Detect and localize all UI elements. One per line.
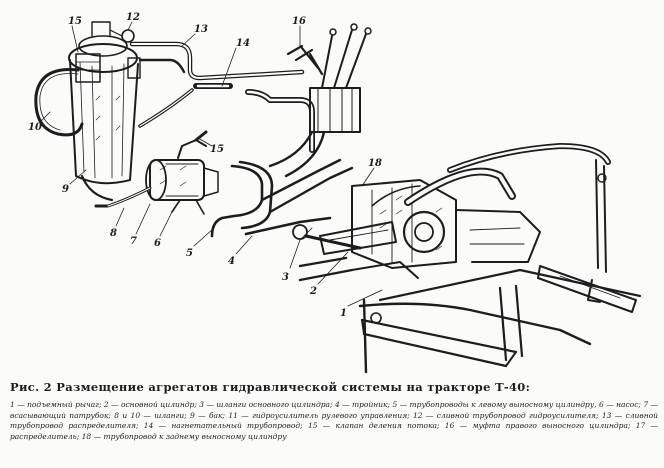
- callout-10: 10: [28, 122, 42, 133]
- figure-legend: 1 — подъемный рычаг; 2 — основной цилинд…: [10, 400, 658, 441]
- tank-drawing: [68, 21, 141, 185]
- callout-18: 18: [368, 158, 382, 169]
- main-cylinder-drawing: [319, 167, 541, 269]
- callout-3: 3: [282, 272, 289, 283]
- callout-7: 7: [130, 236, 137, 247]
- callout-9: 9: [62, 184, 69, 195]
- callout-14: 14: [236, 38, 250, 49]
- callout-labels: 15 12 13 14 16 10 9 15 8 7 6 5 4 3 2 1 1…: [28, 12, 382, 319]
- tractor-frame-drawing: [298, 143, 642, 374]
- callout-13: 13: [194, 24, 208, 35]
- callout-8: 8: [110, 228, 117, 239]
- callout-4: 4: [228, 256, 235, 267]
- shading: [95, 95, 443, 251]
- callout-15: 15: [210, 144, 224, 155]
- distributor-drawing: [268, 23, 372, 178]
- callout-6: 6: [154, 238, 161, 249]
- figure-title: Рис. 2 Размещение агрегатов гидравлическ…: [10, 380, 531, 394]
- callout-2: 2: [309, 286, 317, 297]
- hydraulic-system-illustration: 15 12 13 14 16 10 9 15 8 7 6 5 4 3 2 1 1…: [28, 12, 642, 374]
- callout-12: 12: [126, 12, 140, 23]
- callout-11: 15: [68, 16, 82, 27]
- callout-1: 1: [340, 308, 347, 319]
- pump-drawing: [80, 130, 219, 215]
- callout-16: 16: [292, 16, 306, 27]
- pipes-4-5-drawing: [210, 158, 362, 250]
- hose-10-drawing: [34, 68, 84, 137]
- pipe-13-14-drawing: [129, 41, 315, 153]
- figure-caption: Рис. 2 Размещение агрегатов гидравлическ…: [10, 380, 658, 466]
- leader-lines: [39, 21, 383, 307]
- callout-5: 5: [186, 248, 193, 259]
